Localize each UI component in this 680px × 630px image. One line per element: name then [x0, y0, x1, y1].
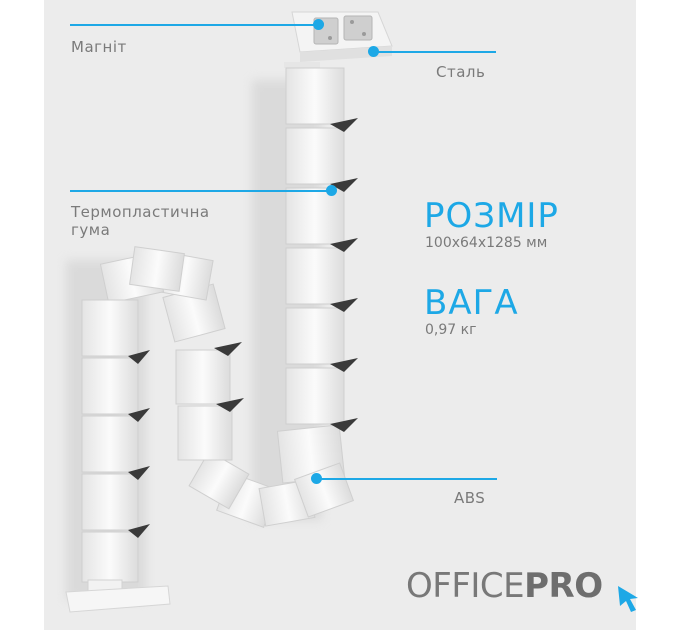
right-column [276, 62, 358, 484]
magnet-callout-line [70, 24, 320, 26]
logo-text-light: OFFICE [406, 566, 525, 606]
base-plate [65, 579, 171, 613]
size-value: 100x64x1285 мм [425, 235, 548, 251]
logo-text-bold: PRO [524, 566, 603, 606]
left-column [81, 246, 185, 583]
size-title: РОЗМІР [424, 196, 559, 236]
rubber-label-line1: Термопластична [71, 203, 210, 221]
cursor-arrow-icon [618, 586, 638, 612]
magnet-label: Магніт [71, 38, 127, 56]
rubber-callout-line [70, 190, 332, 192]
steel-callout-line [374, 51, 496, 53]
magnet-callout-dot [313, 19, 324, 30]
abs-label: ABS [454, 489, 486, 507]
rubber-callout-dot [326, 185, 337, 196]
top-plate [291, 11, 393, 62]
steel-label: Сталь [436, 63, 486, 81]
officepro-logo: OFFICEPRO [406, 566, 603, 606]
weight-title: ВАГА [424, 283, 519, 323]
weight-value: 0,97 кг [425, 322, 477, 338]
rubber-label-line2: гума [71, 221, 111, 239]
abs-callout-line [317, 478, 497, 480]
steel-callout-dot [368, 46, 379, 57]
abs-callout-dot [311, 473, 322, 484]
bottom-curve [188, 450, 355, 528]
